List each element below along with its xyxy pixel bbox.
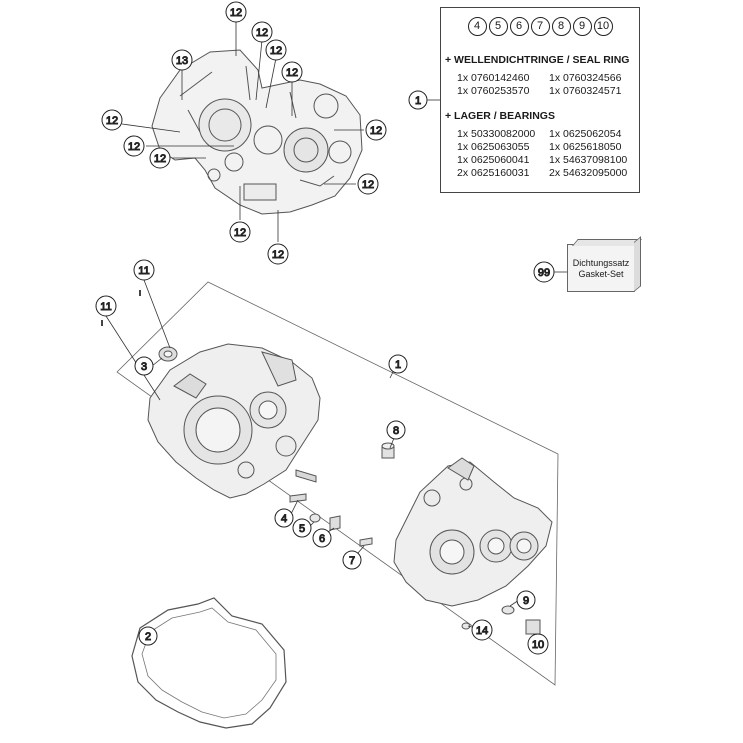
svg-text:7: 7 xyxy=(349,555,355,567)
svg-text:5: 5 xyxy=(299,523,305,535)
callout-12-top: 12 xyxy=(225,1,247,23)
svg-text:10: 10 xyxy=(532,639,544,651)
ref-number: 5 xyxy=(488,17,508,36)
svg-text:12: 12 xyxy=(234,227,246,239)
part-number: 1x 50330082000 xyxy=(457,128,536,140)
part-number: 2x 54632095000 xyxy=(549,167,628,179)
callout-13: 13 xyxy=(171,49,193,71)
callout-12-c: 12 xyxy=(265,39,287,61)
callout-11-b: 11 xyxy=(95,295,117,317)
callout-12-f: 12 xyxy=(123,135,145,157)
callout-12-k: 12 xyxy=(267,243,289,265)
callout-3: 3 xyxy=(134,356,154,376)
part-number: 1x 0625618050 xyxy=(549,141,622,153)
ref-number-row: 4 5 6 7 8 9 10 xyxy=(441,17,639,36)
svg-text:1: 1 xyxy=(395,359,401,371)
callout-12-b: 12 xyxy=(251,21,273,43)
part-number: 1x 0760142460 xyxy=(457,72,530,84)
gasket-set-label-en: Gasket-Set xyxy=(578,269,624,279)
callout-5: 5 xyxy=(292,518,312,538)
gasket-set-label-de: Dichtungssatz xyxy=(572,258,630,268)
callout-12-h: 12 xyxy=(365,119,387,141)
gasket-set-box: Dichtungssatz Gasket-Set xyxy=(567,244,635,292)
right-crankcase-half xyxy=(393,457,553,607)
svg-text:12: 12 xyxy=(256,27,268,39)
callout-12-i: 12 xyxy=(357,173,379,195)
callout-1-top: 1 xyxy=(408,90,428,110)
callout-2: 2 xyxy=(138,626,158,646)
callout-12-g: 12 xyxy=(149,147,171,169)
svg-text:9: 9 xyxy=(523,595,529,607)
part-number: 1x 0625060041 xyxy=(457,154,530,166)
callout-7: 7 xyxy=(342,550,362,570)
part-number: 1x 54637098100 xyxy=(549,154,628,166)
callout-6: 6 xyxy=(312,528,332,548)
part-number: 1x 0760253570 xyxy=(457,85,530,97)
svg-text:12: 12 xyxy=(128,141,140,153)
svg-text:99: 99 xyxy=(538,267,550,279)
svg-text:12: 12 xyxy=(230,7,242,19)
ref-number: 10 xyxy=(593,17,613,36)
ref-number: 7 xyxy=(530,17,550,36)
callout-10: 10 xyxy=(527,633,549,655)
svg-text:14: 14 xyxy=(476,625,488,637)
small-parts xyxy=(101,290,541,635)
detail-leader-lines xyxy=(121,22,364,242)
ref-number: 9 xyxy=(572,17,592,36)
svg-text:11: 11 xyxy=(100,301,111,313)
part-number: 2x 0625160031 xyxy=(457,167,530,179)
svg-text:12: 12 xyxy=(286,67,298,79)
ref-number: 8 xyxy=(551,17,571,36)
svg-text:12: 12 xyxy=(272,249,284,261)
ref-number: 6 xyxy=(509,17,529,36)
crankcase-detail-view xyxy=(151,49,363,215)
callout-bubbles: 12 12 12 12 13 12 12 12 12 12 12 12 1 99… xyxy=(95,1,555,655)
callout-9: 9 xyxy=(516,590,536,610)
svg-text:6: 6 xyxy=(319,533,325,545)
callout-4: 4 xyxy=(274,508,294,528)
ref-number: 4 xyxy=(467,17,487,36)
svg-text:8: 8 xyxy=(393,425,399,437)
callout-12-j: 12 xyxy=(229,221,251,243)
part-number: 1x 0760324566 xyxy=(549,72,622,84)
svg-text:13: 13 xyxy=(176,55,188,67)
svg-text:11: 11 xyxy=(138,265,149,277)
svg-text:12: 12 xyxy=(154,153,166,165)
svg-text:12: 12 xyxy=(270,45,282,57)
callout-14: 14 xyxy=(471,619,493,641)
svg-text:12: 12 xyxy=(106,115,118,127)
part-number: 1x 0625062054 xyxy=(549,128,622,140)
callout-12-e: 12 xyxy=(101,109,123,131)
callout-8: 8 xyxy=(386,420,406,440)
svg-text:4: 4 xyxy=(281,513,287,525)
part-number: 1x 0760324571 xyxy=(549,85,622,97)
svg-text:3: 3 xyxy=(141,361,147,373)
seal-ring-heading: + WELLENDICHTRINGE / SEAL RING xyxy=(445,54,630,66)
svg-text:12: 12 xyxy=(362,179,374,191)
callout-99: 99 xyxy=(533,261,555,283)
left-crankcase-half xyxy=(147,343,321,499)
seal-ring-parts: 1x 0760142460 1x 0760324566 1x 076025357… xyxy=(457,72,639,98)
callout-12-d: 12 xyxy=(281,61,303,83)
callout-1: 1 xyxy=(388,354,408,374)
svg-text:2: 2 xyxy=(145,631,151,643)
bearings-heading: + LAGER / BEARINGS xyxy=(445,110,555,122)
svg-text:1: 1 xyxy=(415,95,421,107)
bearing-parts: 1x 50330082000 1x 0625062054 1x 06250630… xyxy=(457,128,639,180)
crankcase-gasket xyxy=(131,597,287,729)
part-number: 1x 0625063055 xyxy=(457,141,530,153)
crankcase-gasket-inner xyxy=(141,607,277,719)
svg-text:12: 12 xyxy=(370,125,382,137)
callout-11-a: 11 xyxy=(133,259,155,281)
parts-info-box: 4 5 6 7 8 9 10 + WELLENDICHTRINGE / SEAL… xyxy=(440,7,640,193)
